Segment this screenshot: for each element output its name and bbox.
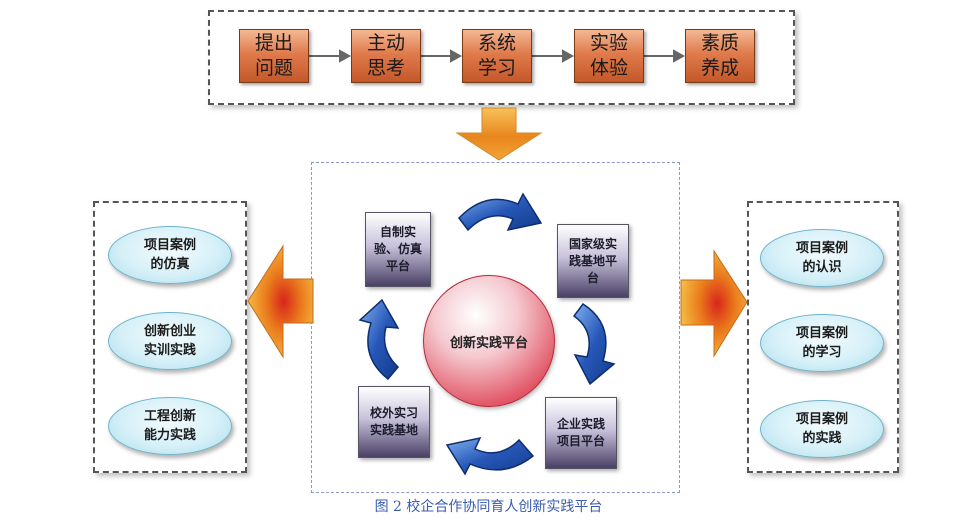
hub-label: 创新实践平台 (449, 335, 528, 351)
connector-arrow-2-head (450, 49, 463, 63)
outcome-label: 项目案例的实践 (795, 412, 848, 446)
left-outcome-engineering: 工程创新能力实践 (108, 397, 232, 455)
platform-label: 国家级实践基地平台 (568, 236, 617, 285)
connector-arrow-3-head (562, 49, 575, 63)
step-raise-question: 提出问题 (239, 29, 309, 83)
platform-off-campus: 校外实习实践基地 (358, 386, 430, 458)
platform-label: 自制实验、仿真平台 (373, 225, 422, 273)
outcome-label: 项目案例的学习 (795, 326, 848, 360)
left-outcome-entrepreneurship: 创新创业实训实践 (108, 312, 232, 370)
outcome-label: 项目案例的认识 (795, 241, 848, 275)
center-frame (311, 162, 680, 493)
cycle-arrows (358, 192, 616, 476)
cycle-arrow-left (358, 298, 400, 381)
step-experiment-experience: 实验体验 (574, 29, 644, 83)
step-connector-arrows (306, 49, 686, 63)
step-active-thinking: 主动思考 (351, 29, 421, 83)
cycle-arrow-right (572, 302, 616, 386)
innovation-platform-hub: 创新实践平台 (423, 275, 555, 407)
right-arrow (680, 249, 748, 358)
step-label: 系统学习 (477, 32, 516, 79)
outcome-label: 创新创业实训实践 (143, 324, 196, 358)
outcome-label: 工程创新能力实践 (143, 409, 196, 443)
right-outcome-practice: 项目案例的实践 (760, 400, 884, 458)
left-arrow (247, 244, 314, 359)
connector-arrow-4-head (673, 49, 686, 63)
down-arrow (455, 107, 543, 161)
right-outcome-learning: 项目案例的学习 (760, 314, 884, 372)
outcome-label: 项目案例的仿真 (143, 238, 196, 272)
connector-arrow-1-head (339, 49, 352, 63)
platform-label: 校外实习实践基地 (369, 406, 418, 437)
platform-national: 国家级实践基地平台 (557, 224, 629, 298)
step-label: 素质养成 (700, 32, 739, 79)
step-systematic-learning: 系统学习 (462, 29, 532, 83)
step-label: 实验体验 (589, 32, 628, 79)
cycle-arrow-top (458, 192, 543, 232)
step-quality-development: 素质养成 (685, 29, 755, 83)
figure-caption: 图 2 校企合作协同育人创新实践平台 (374, 499, 603, 515)
platform-enterprise: 企业实践项目平台 (545, 397, 617, 469)
platform-label: 企业实践项目平台 (556, 417, 605, 448)
left-outcome-simulation: 项目案例的仿真 (108, 226, 232, 284)
step-label: 提出问题 (254, 32, 293, 79)
platform-self-made: 自制实验、仿真平台 (365, 212, 431, 287)
step-label: 主动思考 (366, 32, 405, 79)
cycle-arrow-bottom (445, 436, 535, 476)
right-outcome-recognition: 项目案例的认识 (760, 229, 884, 287)
